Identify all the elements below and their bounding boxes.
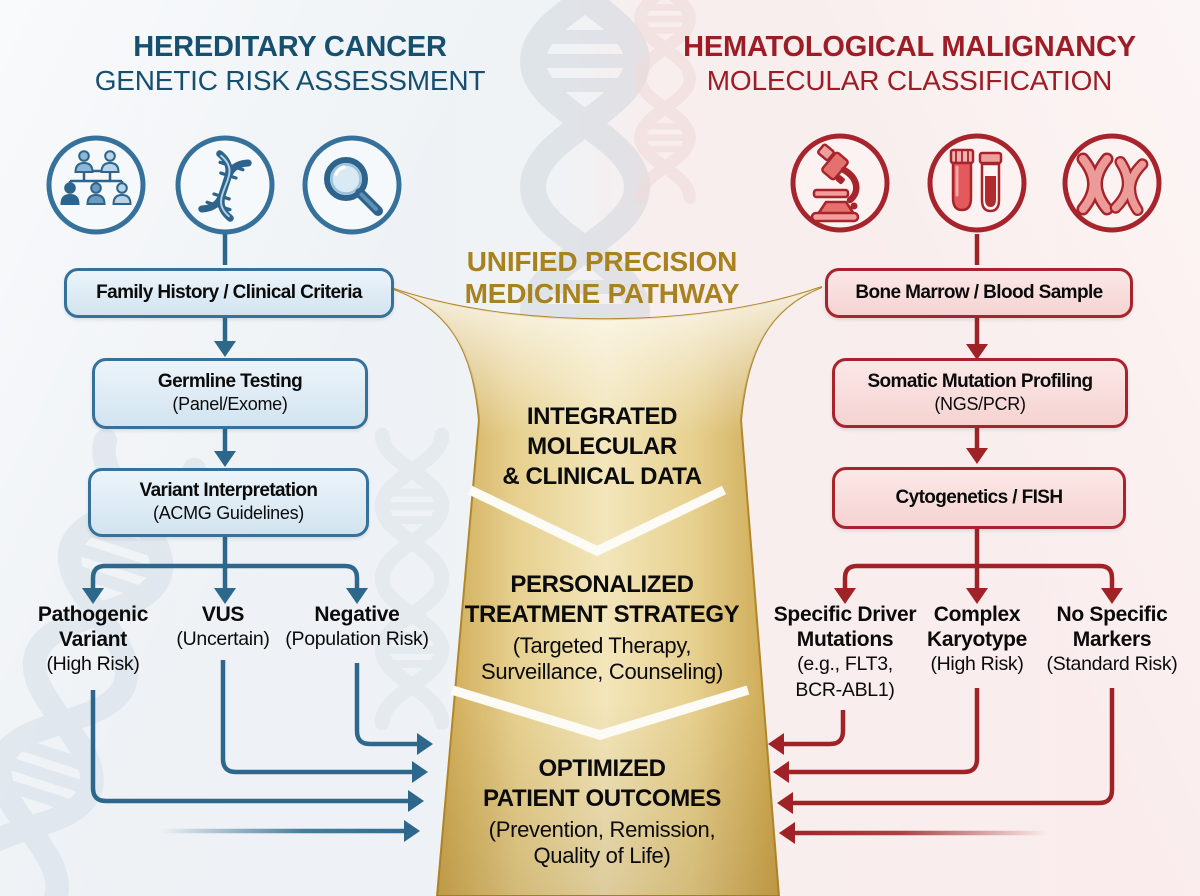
- stage-optimized-outcomes: OPTIMIZED PATIENT OUTCOMES (Prevention, …: [448, 754, 756, 870]
- right-flow-arrows: [834, 234, 1123, 604]
- center-title-line1: UNIFIED PRECISION: [466, 246, 738, 277]
- step-box-title: Variant Interpretation: [139, 480, 319, 502]
- microscope-icon: [790, 133, 890, 233]
- outcome-title: Complex Karyotype: [926, 603, 1027, 652]
- step-box-title: Cytogenetics / FISH: [895, 486, 1063, 508]
- step-box-title: Somatic Mutation Profiling: [867, 370, 1093, 392]
- step-box-germline-testing: Germline Testing (Panel/Exome): [92, 358, 368, 429]
- step-box-cytogenetics-fish: Cytogenetics / FISH: [832, 467, 1126, 529]
- right-merge-arrows: [768, 688, 1115, 844]
- stage-integrated-data: INTEGRATED MOLECULAR & CLINICAL DATA: [460, 402, 744, 491]
- stage-personalized-treatment: PERSONALIZED TREATMENT STRATEGY (Targete…: [448, 570, 756, 686]
- step-box-subtitle: (Panel/Exome): [172, 394, 288, 415]
- outcome-subtitle: (Uncertain): [176, 628, 270, 651]
- outcome-title: Pathogenic Variant: [37, 603, 149, 652]
- right-title-line2: MOLECULAR CLASSIFICATION: [706, 65, 1113, 97]
- right-title-line1: HEMATOLOGICAL MALIGNANCY: [683, 31, 1136, 63]
- outcome-negative: Negative (Population Risk): [268, 602, 446, 653]
- step-box-subtitle: (NGS/PCR): [934, 393, 1026, 414]
- outcome-pathogenic-variant: Pathogenic Variant (High Risk): [10, 602, 176, 678]
- outcome-subtitle: (e.g., FLT3, BCR-ABL1): [795, 653, 895, 701]
- stage-title: PERSONALIZED TREATMENT STRATEGY: [464, 571, 740, 628]
- stage-subtitle: (Targeted Therapy, Surveillance, Counsel…: [481, 632, 723, 685]
- outcome-title: VUS: [201, 603, 245, 626]
- stage-title: INTEGRATED MOLECULAR & CLINICAL DATA: [502, 403, 702, 490]
- dna-watermark-left-mid: [382, 435, 442, 723]
- blood-tubes-icon: [927, 133, 1027, 233]
- outcome-subtitle: (High Risk): [930, 653, 1024, 676]
- step-box-title: Bone Marrow / Blood Sample: [855, 281, 1103, 303]
- dna-helix-icon: [175, 135, 275, 235]
- chevron-divider-1: [467, 485, 727, 557]
- outcome-vus: VUS (Uncertain): [158, 602, 288, 653]
- outcome-title: Negative: [314, 603, 400, 626]
- family-tree-icon: [46, 135, 146, 235]
- left-title-line1: HEREDITARY CANCER: [133, 31, 447, 63]
- left-merge-arrows: [90, 660, 433, 842]
- chromosomes-icon: [1062, 133, 1162, 233]
- step-box-family-history: Family History / Clinical Criteria: [64, 268, 394, 318]
- step-box-subtitle: (ACMG Guidelines): [153, 503, 304, 524]
- outcome-specific-driver-mutations: Specific Driver Mutations (e.g., FLT3, B…: [760, 602, 930, 703]
- step-box-bone-marrow-sample: Bone Marrow / Blood Sample: [825, 268, 1133, 318]
- stage-title: OPTIMIZED PATIENT OUTCOMES: [482, 755, 722, 812]
- center-pathway-title: UNIFIED PRECISION MEDICINE PATHWAY: [437, 246, 767, 311]
- left-title-line2: GENETIC RISK ASSESSMENT: [94, 65, 486, 97]
- outcome-subtitle: (High Risk): [46, 653, 140, 676]
- step-box-title: Family History / Clinical Criteria: [96, 281, 362, 303]
- right-panel-title: HEMATOLOGICAL MALIGNANCY MOLECULAR CLASS…: [652, 30, 1167, 97]
- outcome-subtitle: (Standard Risk): [1046, 653, 1178, 676]
- step-box-variant-interpretation: Variant Interpretation (ACMG Guidelines): [88, 468, 369, 537]
- search-icon: [302, 135, 402, 235]
- step-box-title: Germline Testing: [157, 371, 303, 393]
- step-box-somatic-mutation-profiling: Somatic Mutation Profiling (NGS/PCR): [832, 358, 1128, 428]
- stage-subtitle: (Prevention, Remission, Quality of Life): [488, 816, 716, 869]
- chevron-divider-2: [450, 685, 750, 740]
- left-panel-title: HEREDITARY CANCER GENETIC RISK ASSESSMEN…: [55, 30, 525, 97]
- outcome-complex-karyotype: Complex Karyotype (High Risk): [903, 602, 1051, 678]
- outcome-no-specific-markers: No Specific Markers (Standard Risk): [1028, 602, 1196, 678]
- center-title-line2: MEDICINE PATHWAY: [464, 278, 740, 310]
- outcome-title: Specific Driver Mutations: [773, 603, 917, 652]
- outcome-title: No Specific Markers: [1056, 603, 1168, 652]
- outcome-subtitle: (Population Risk): [285, 628, 429, 651]
- left-flow-arrows: [82, 234, 368, 604]
